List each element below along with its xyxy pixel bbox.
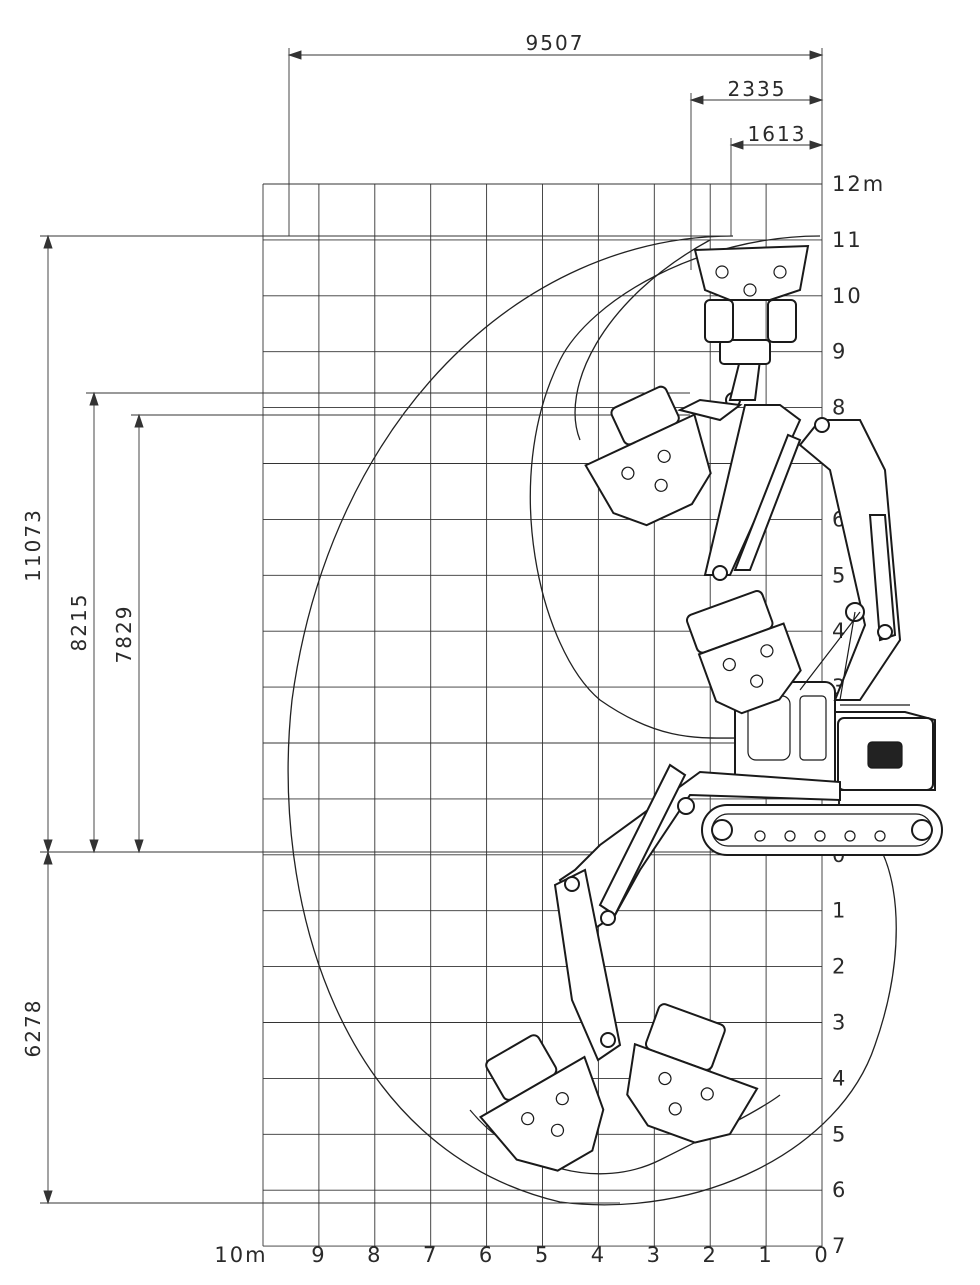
reach-2-label: 2335 (728, 77, 787, 101)
x-tick-label: 5 (535, 1243, 550, 1267)
y-tick-label: 3 (832, 1011, 847, 1035)
top-arm (728, 359, 762, 401)
inner-envelope-curve (529, 235, 821, 739)
x-tick-label: 9 (311, 1243, 326, 1267)
lower-crusher-right (626, 1003, 759, 1144)
reach-3-label: 1613 (748, 122, 807, 146)
x-tick-label: 2 (703, 1243, 718, 1267)
y-tick-label: 5 (832, 563, 847, 587)
cab-crusher (686, 590, 802, 715)
outer-envelope-curve (287, 235, 897, 1206)
x-tick-label: 1 (758, 1243, 773, 1267)
mid-arm-link (677, 398, 743, 422)
x-tick-label: 8 (367, 1243, 382, 1267)
dimension-lines (40, 48, 824, 1205)
y-tick-label: 8 (832, 396, 847, 420)
x-tick-label: 7 (423, 1243, 438, 1267)
y-tick-label: 12m (832, 172, 885, 196)
y-tick-label: 11 (832, 228, 863, 252)
mid-envelope-curve (574, 239, 711, 441)
x-tick-label: 10m (214, 1243, 267, 1267)
y-tick-label: 4 (832, 619, 847, 643)
y-tick-label: 5 (832, 1122, 847, 1146)
height-3-label: 7829 (112, 605, 136, 664)
upper-boom (798, 419, 902, 701)
max-height-label: 11073 (21, 508, 45, 582)
excavator-machine (479, 244, 943, 1172)
y-tick-label: 2 (832, 955, 847, 979)
height-2-label: 8215 (67, 593, 91, 652)
y-tick-label: 6 (832, 1178, 847, 1202)
x-tick-label: 4 (591, 1243, 606, 1267)
track-rollers (711, 819, 933, 842)
lower-arm (553, 868, 622, 1062)
max-reach-label: 9507 (526, 31, 585, 55)
max-depth-label: 6278 (21, 999, 45, 1058)
x-tick-label: 0 (814, 1243, 829, 1267)
y-tick-label: 4 (832, 1066, 847, 1090)
lower-crusher-left (479, 1034, 605, 1172)
y-tick-label: 9 (832, 340, 847, 364)
y-tick-label: 1 (832, 899, 847, 923)
x-tick-label: 3 (647, 1243, 662, 1267)
y-tick-label: 10 (832, 284, 863, 308)
x-axis-labels: 10m 9 8 7 6 5 4 3 2 1 0 (214, 1243, 829, 1267)
y-tick-label: 7 (832, 1234, 847, 1258)
top-crusher (693, 244, 810, 365)
x-tick-label: 6 (479, 1243, 494, 1267)
mid-crusher-left (584, 385, 712, 527)
upper-arm-cylinder (733, 433, 802, 571)
